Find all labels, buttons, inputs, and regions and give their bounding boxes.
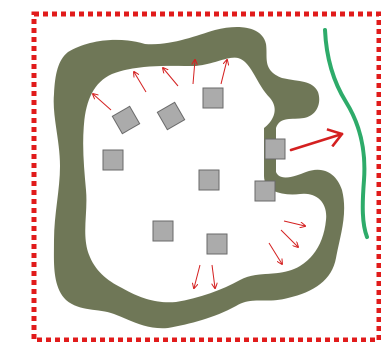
small-arrow-8 [269,243,282,264]
gray-block-5 [265,139,285,159]
small-arrow-6 [284,221,305,226]
gray-block-7 [255,181,275,201]
block-group [103,88,285,254]
gray-block-9 [207,234,227,254]
large-right-arrow [291,134,342,150]
small-arrow-10 [212,265,215,288]
gray-block-8 [153,221,173,241]
small-arrow-2 [134,72,146,92]
small-arrow-1 [93,94,111,110]
gray-block-3 [203,88,223,108]
small-arrow-9 [194,265,200,288]
gray-block-4 [103,150,123,170]
gray-block-1 [112,106,139,133]
small-arrow-3 [163,68,178,86]
gray-block-2 [157,102,184,129]
gray-block-6 [199,170,219,190]
small-arrow-7 [281,230,298,247]
small-arrow-5 [221,60,227,84]
